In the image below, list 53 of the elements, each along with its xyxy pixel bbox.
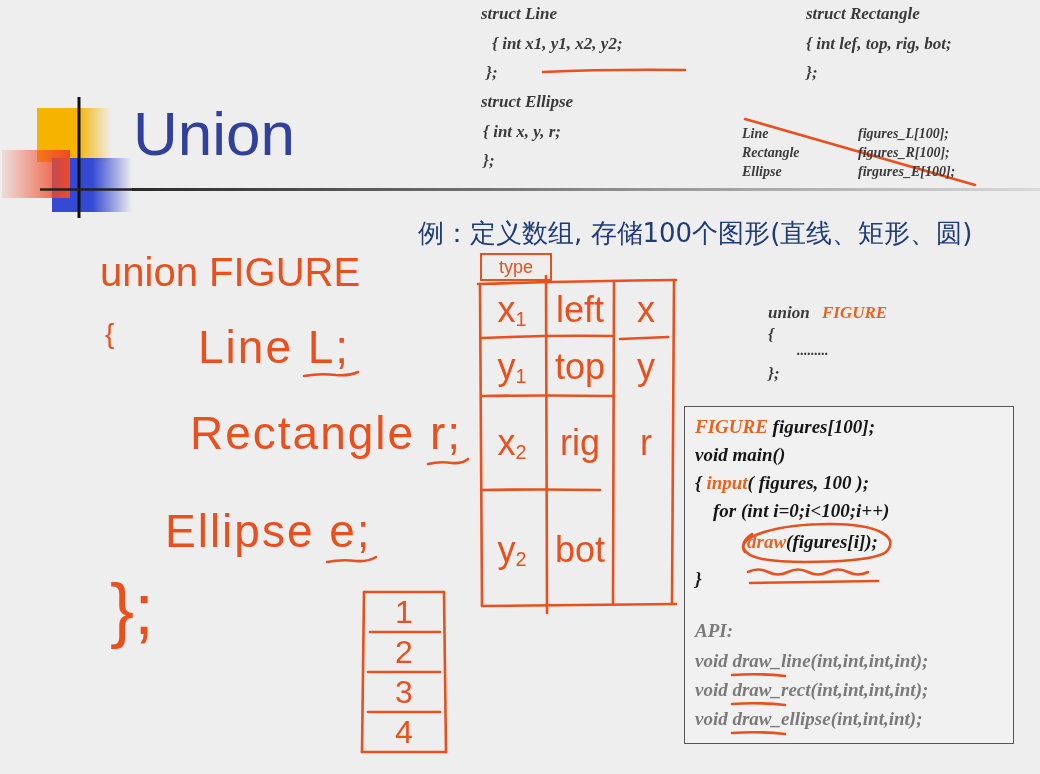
code-line: for (int i=0;i<100;i++) xyxy=(713,501,890,520)
handwritten-code: { xyxy=(105,318,115,350)
code-text: { int lef, top, rig, bot; xyxy=(806,34,952,54)
code-line: void draw_rect(int,int,int,int); xyxy=(695,680,929,699)
field-name: x$_{1}$ xyxy=(497,289,527,331)
code-text: FIGURE xyxy=(822,303,888,323)
code-text: }; xyxy=(486,63,498,83)
field-name: y xyxy=(637,346,655,388)
index-number: 2 xyxy=(395,633,413,671)
slide-title: Union xyxy=(133,98,295,170)
code-text: struct Line xyxy=(481,4,558,24)
code-text: { int x1, y1, x2, y2; xyxy=(492,34,623,54)
code-text: { int x, y, r; xyxy=(483,122,561,142)
code-text: struct Ellipse xyxy=(481,92,574,112)
code-text: figures_R[100]; xyxy=(858,145,950,161)
code-text: union xyxy=(768,303,810,323)
index-number: 4 xyxy=(395,713,413,751)
field-name: rig xyxy=(560,422,600,464)
code-text: ......... xyxy=(797,343,829,359)
code-text: Rectangle xyxy=(742,145,800,161)
index-number: 3 xyxy=(395,673,413,711)
code-line: void draw_ellipse(int,int,int); xyxy=(695,709,923,728)
code-text: }; xyxy=(806,63,818,83)
example-heading: 例：定义数组, 存储100个图形(直线、矩形、圆) xyxy=(418,217,973,250)
code-text: }; xyxy=(768,364,780,384)
field-name: top xyxy=(555,346,605,388)
handwritten-code: }; xyxy=(110,568,155,650)
code-text: figures_L[100]; xyxy=(858,126,949,142)
field-name: y$_{1}$ xyxy=(497,346,527,388)
code-line: draw(figures[i]); xyxy=(747,532,878,551)
code-line: } xyxy=(695,569,702,588)
code-panel xyxy=(684,406,1014,744)
code-text: { xyxy=(768,325,774,345)
handwritten-code: Line L; xyxy=(198,324,351,370)
index-number: 1 xyxy=(395,593,413,631)
code-line: { input( figures, 100 ); xyxy=(695,473,869,492)
code-line: API: xyxy=(695,621,733,640)
code-line: void main() xyxy=(695,445,786,464)
code-line: FIGURE figures[100]; xyxy=(695,417,875,436)
field-name: bot xyxy=(555,529,605,571)
code-text: Ellipse xyxy=(742,164,782,180)
code-line: void draw_line(int,int,int,int); xyxy=(695,651,929,670)
code-text: Line xyxy=(742,126,769,142)
code-text: struct Rectangle xyxy=(806,4,920,24)
type-box xyxy=(480,253,552,281)
code-text: }; xyxy=(483,151,495,171)
type-label: type xyxy=(499,258,533,276)
field-name: x$_{2}$ xyxy=(497,422,527,464)
field-name: left xyxy=(556,289,604,331)
field-name: r xyxy=(640,422,652,464)
handwritten-code: union FIGURE xyxy=(100,250,361,295)
field-name: y$_{2}$ xyxy=(497,529,527,571)
field-name: x xyxy=(637,289,655,331)
